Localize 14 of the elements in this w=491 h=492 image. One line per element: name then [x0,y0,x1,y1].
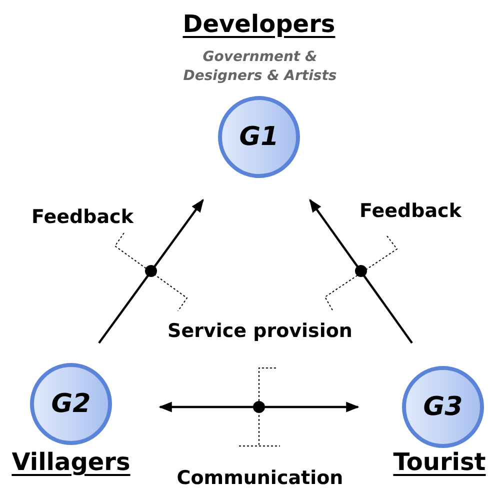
group-members-text: Government & Designers & Artists [182,48,338,86]
group-title: Tourist [393,447,486,478]
group-title: Villagers [12,447,130,478]
arrow [98,198,204,344]
group-title: Developers [182,9,336,40]
arrow [309,198,413,344]
group-label: G3 [423,394,463,420]
relation-label: Feedback [360,199,462,224]
relation-label: Feedback [32,205,134,230]
group-label: G2 [51,391,91,417]
relation-label: Communication [176,466,344,491]
relation-label: Service provision [168,319,352,344]
group-label: G1 [239,124,279,150]
arrow [158,402,360,412]
